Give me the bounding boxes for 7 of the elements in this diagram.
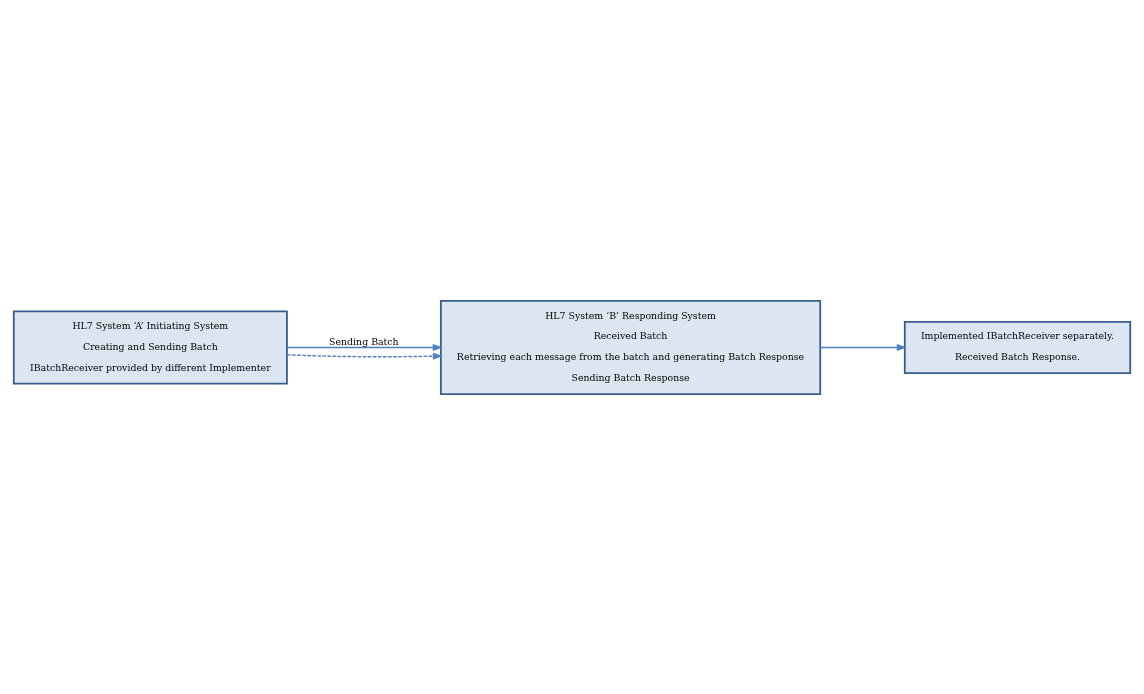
- arrow: [819, 343, 907, 351]
- node-box: HL7 System ‘B’ Responding System Received Batch Retrieving each message from the batch and generating Batch Response Sending Batch Response: [439, 299, 822, 395]
- arrow: [286, 352, 443, 360]
- node-box: HL7 System ‘A’ Initiating System Creating and Sending Batch IBatchReceiver provided by different Implementer: [12, 309, 288, 385]
- arrow: [286, 343, 443, 351]
- node-box: Implemented IBatchReceiver separately. Received Batch Response.: [903, 320, 1132, 374]
- edge-label: Sending Batch: [329, 335, 399, 347]
